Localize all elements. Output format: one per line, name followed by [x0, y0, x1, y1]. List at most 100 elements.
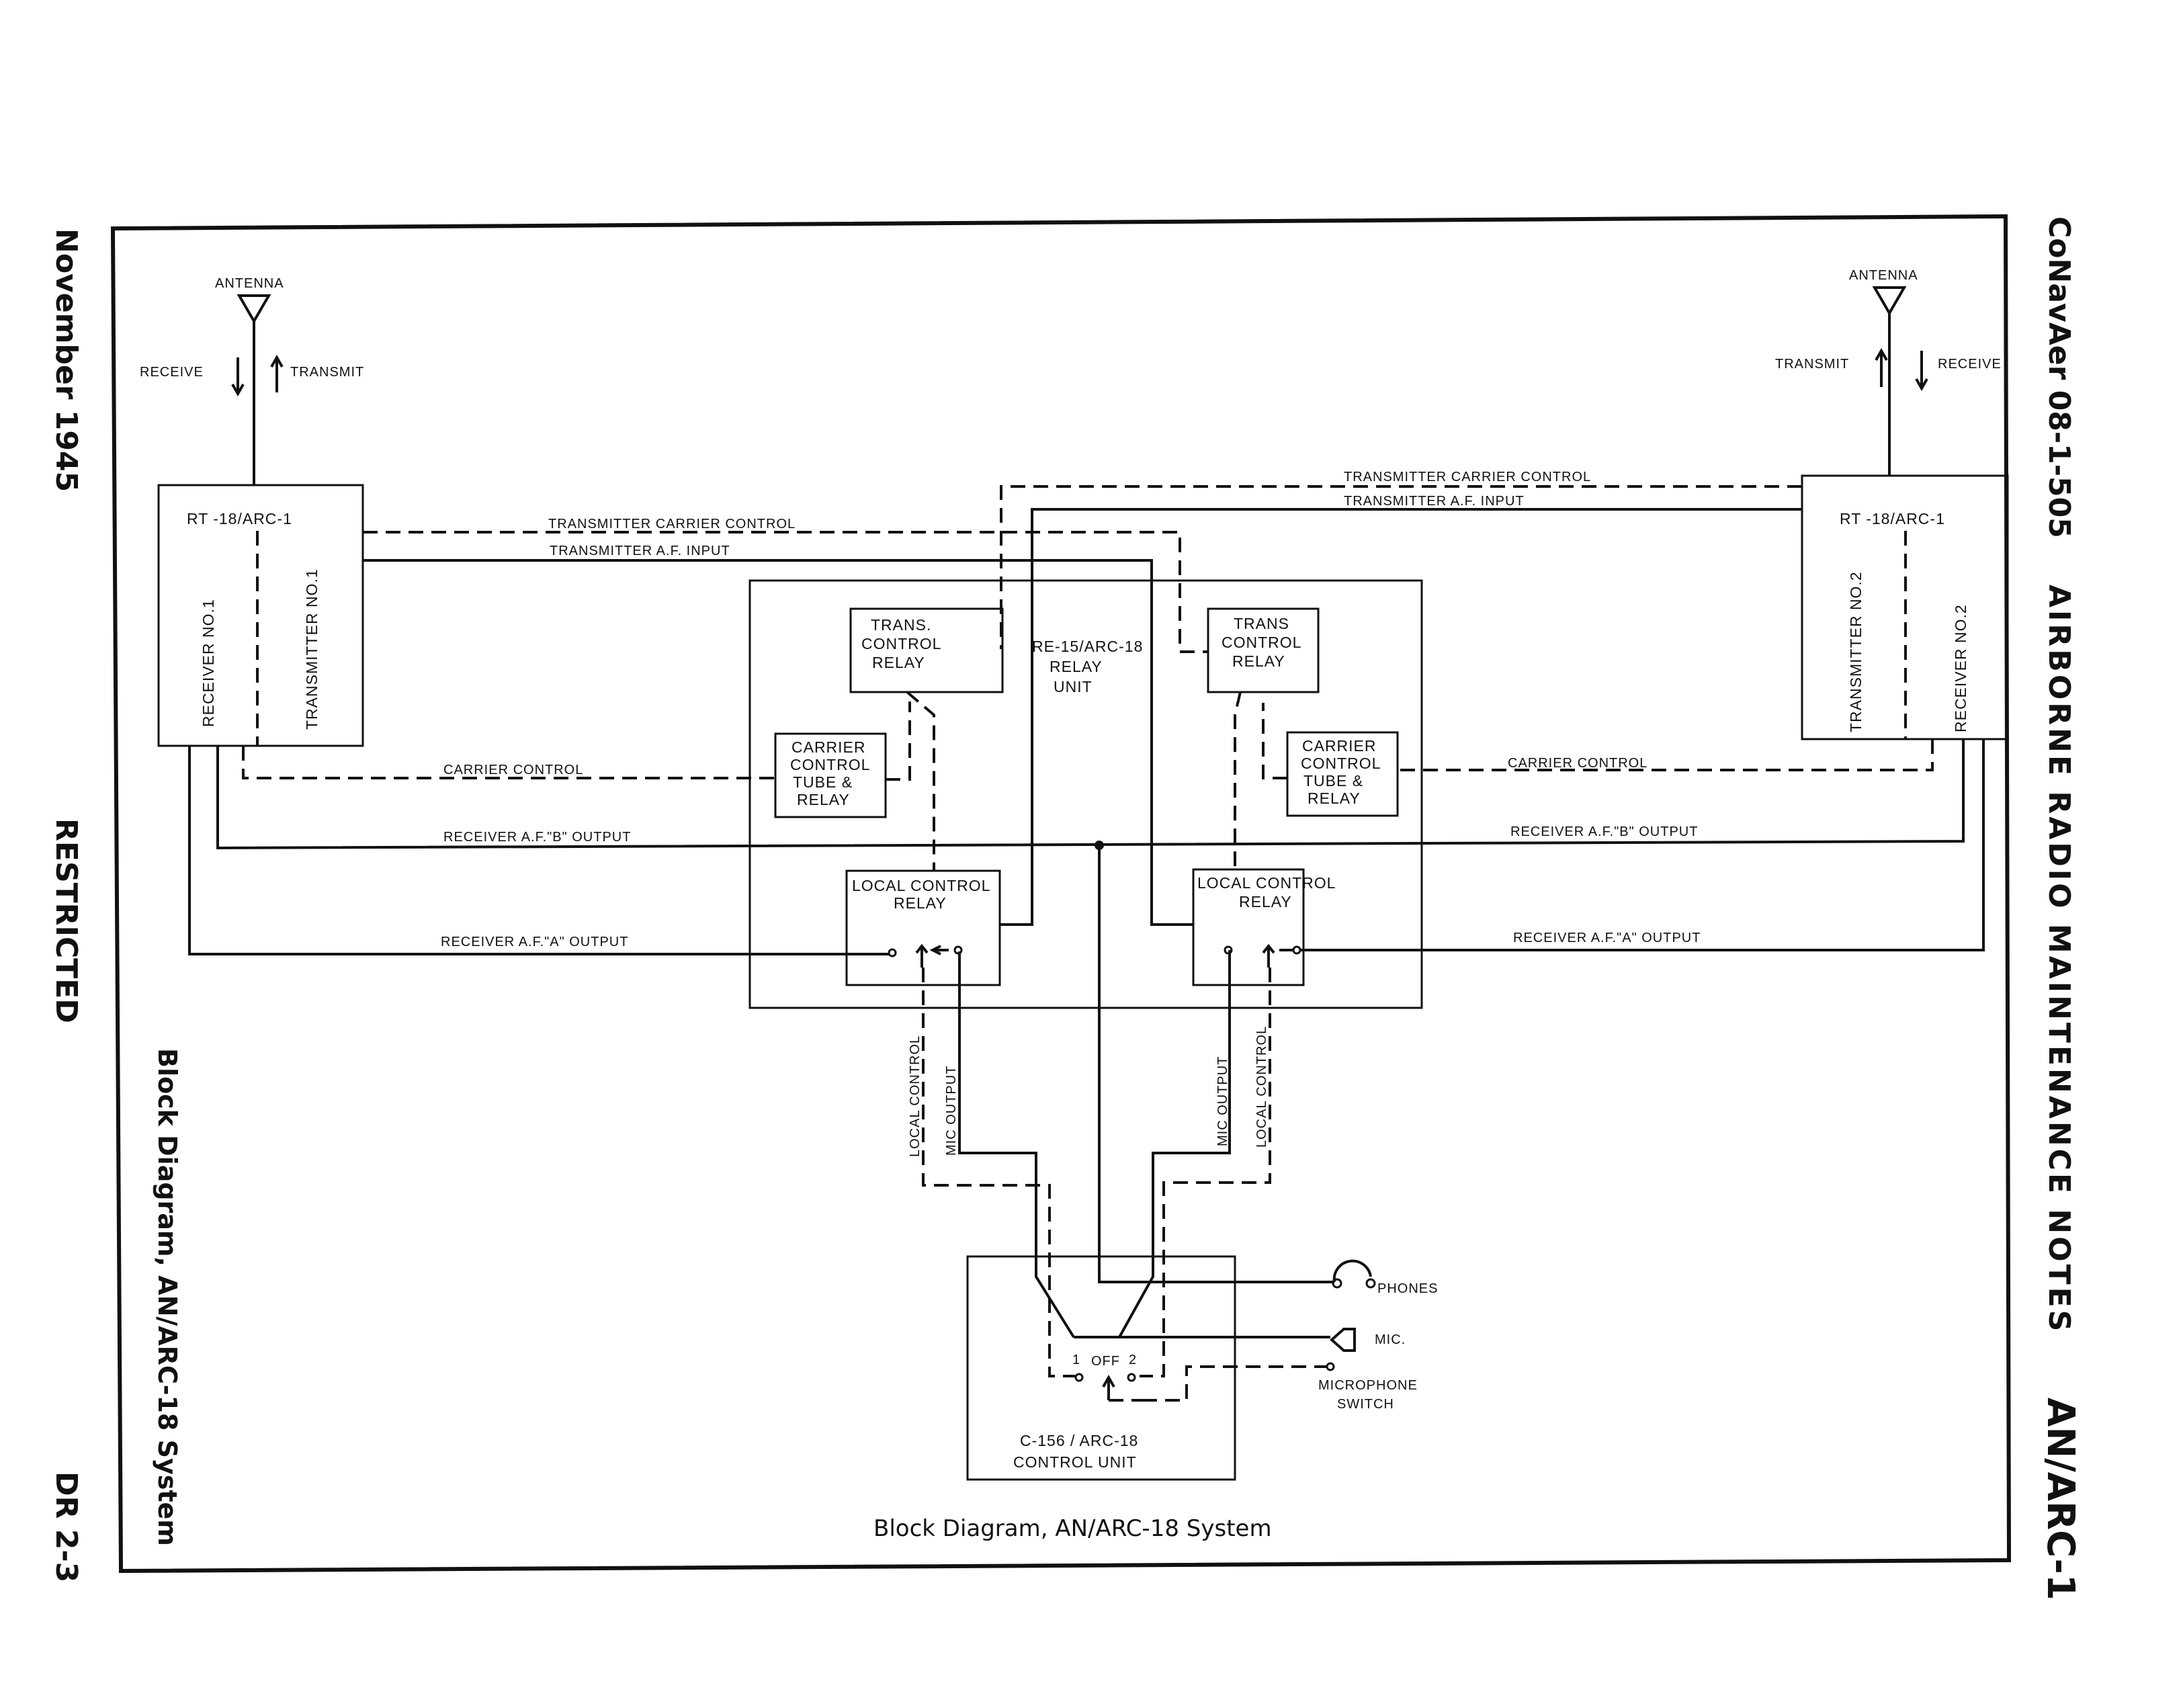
left-mic-output-lead [958, 951, 1075, 1338]
left-transmitter-label: TRANSMITTER NO.1 [303, 568, 320, 730]
left-carrier-control-line [242, 701, 911, 781]
date-label: November 1945 [49, 228, 83, 492]
left-rt18-box [157, 484, 364, 747]
relay-unit-label-1: RE-15/ARC-18 [1032, 638, 1143, 655]
equipment-code: AN/ARC-1 [2039, 1398, 2082, 1600]
right-antenna-label: ANTENNA [1849, 268, 1918, 283]
left-carrier-control-label: CARRIER CONTROL [443, 763, 583, 777]
left-receiver-label: RECEIVER NO.1 [200, 599, 217, 727]
left-transmit-label: TRANSMIT [290, 365, 364, 380]
right-tx-carrier-control-label: TRANSMITTER CARRIER CONTROL [1344, 470, 1591, 484]
right-rx-af-a-label: RECEIVER A.F."A" OUTPUT [1513, 931, 1701, 945]
mic-switch-icon [1326, 1362, 1335, 1371]
left-tx-carrier-control-line [363, 531, 1208, 653]
right-local-control-label: LOCAL CONTROL [1254, 1026, 1269, 1148]
left-local-relay-l2: RELAY [894, 894, 947, 912]
figure-caption: Block Diagram, AN/ARC-18 System [873, 1515, 1272, 1542]
right-carrier-tube-l4: RELAY [1308, 789, 1361, 807]
left-carrier-tube-l3: TUBE & [793, 773, 853, 791]
mic-switch-line [1142, 1365, 1328, 1402]
document-number: CoNavAer 08-1-505 [2042, 216, 2076, 538]
left-trans-relay-l1: TRANS. [871, 616, 931, 634]
control-unit-label-1: C-156 / ARC-18 [1020, 1432, 1138, 1449]
right-transmit-label: TRANSMIT [1775, 357, 1849, 372]
right-trans-relay-l1: TRANS [1234, 615, 1289, 632]
phones-jack-right [1365, 1278, 1376, 1289]
right-tx-af-input-line [1000, 508, 1802, 926]
right-carrier-control-line [1262, 703, 1934, 779]
right-tx-af-input-label: TRANSMITTER A.F. INPUT [1344, 494, 1525, 509]
mic-switch-label-2: SWITCH [1337, 1397, 1394, 1412]
phones-line [1098, 845, 1334, 1283]
right-rt18-label: RT -18/ARC-1 [1840, 510, 1945, 527]
mic-icon [1329, 1328, 1356, 1352]
left-rx-af-b-label: RECEIVER A.F."B" OUTPUT [443, 830, 631, 845]
left-transmit-arrow-icon [270, 354, 284, 392]
left-rx-af-a-label: RECEIVER A.F."A" OUTPUT [441, 935, 628, 949]
right-carrier-tube-box [1286, 731, 1399, 817]
right-mic-output-label: MIC OUTPUT [1215, 1056, 1230, 1146]
control-unit-label-2: CONTROL UNIT [1013, 1453, 1137, 1471]
page-frame [110, 214, 2012, 1574]
left-carrier-tube-l4: RELAY [797, 791, 850, 808]
left-tx-af-input-line [363, 559, 1193, 926]
right-carrier-control-label: CARRIER CONTROL [1508, 756, 1647, 771]
left-rx-af-a-output-line [188, 746, 890, 955]
left-mic-output-label: MIC OUTPUT [944, 1066, 959, 1156]
phones-icon [1332, 1259, 1372, 1283]
right-transmitter-label: TRANSMITTER NO.2 [1847, 571, 1865, 732]
right-receiver-label: RECEIVER NO.2 [1952, 604, 1969, 732]
left-local-control-lead [922, 968, 1075, 1377]
right-antenna-icon [1872, 286, 1907, 476]
left-carrier-tube-box [774, 732, 887, 818]
right-carrier-tube-l2: CONTROL [1301, 755, 1381, 772]
left-trans-relay-l3: RELAY [872, 654, 925, 671]
left-carrier-tube-l1: CARRIER [791, 738, 866, 756]
left-carrier-tube-l2: CONTROL [790, 756, 870, 773]
right-receive-label: RECEIVE [1938, 357, 2002, 372]
phones-label: PHONES [1377, 1281, 1438, 1296]
right-carrier-tube-l1: CARRIER [1302, 737, 1377, 755]
left-local-control-label: LOCAL CONTROL [908, 1035, 923, 1157]
left-receive-label: RECEIVE [140, 365, 204, 380]
right-local-control-relay [1192, 868, 1305, 986]
switch-pos-off: OFF [1091, 1354, 1120, 1369]
left-rt18-label: RT -18/ARC-1 [187, 510, 292, 527]
restricted-label: RESTRICTED [49, 818, 83, 1023]
right-trans-relay-l3: RELAY [1232, 652, 1285, 670]
right-trans-to-local-link [1234, 691, 1242, 869]
relay-unit-label-3: UNIT [1054, 678, 1093, 695]
relay-unit-box [748, 579, 1423, 1009]
right-local-relay-l2: RELAY [1239, 893, 1292, 910]
right-local-relay-l1: LOCAL CONTROL [1197, 874, 1336, 892]
left-local-control-relay [845, 869, 1001, 986]
right-tx-carrier-control-line [1000, 485, 1802, 649]
left-trans-control-relay [849, 607, 1004, 693]
right-carrier-tube-l3: TUBE & [1303, 772, 1363, 789]
left-trans-relay-l2: CONTROL [861, 635, 941, 652]
series-title: AIRBORNE RADIO MAINTENANCE NOTES [2042, 585, 2076, 1334]
left-relay-contacts [888, 943, 963, 968]
left-receive-arrow-icon [231, 357, 245, 397]
right-rx-af-a-output-line [1299, 739, 1985, 951]
relay-unit-label-2: RELAY [1050, 658, 1103, 675]
right-transmit-arrow-icon [1875, 347, 1888, 387]
phones-jack-left [1332, 1278, 1342, 1289]
left-tx-carrier-control-label: TRANSMITTER CARRIER CONTROL [548, 517, 796, 531]
selector-switch-contacts [1074, 1373, 1142, 1402]
switch-pos-1: 1 [1072, 1353, 1080, 1367]
mic-label: MIC. [1375, 1332, 1406, 1347]
right-rx-af-b-label: RECEIVER A.F."B" OUTPUT [1510, 824, 1698, 839]
right-trans-relay-l2: CONTROL [1222, 634, 1301, 651]
page-number: DR 2-3 [49, 1471, 83, 1582]
left-local-relay-l1: LOCAL CONTROL [852, 877, 990, 894]
left-trans-to-local-link [906, 691, 935, 871]
mic-switch-label-1: MICROPHONE [1318, 1378, 1418, 1393]
right-mic-output-lead [1118, 950, 1231, 1338]
switch-pos-2: 2 [1129, 1353, 1137, 1367]
rx-af-b-output-line [216, 739, 1965, 850]
vertical-caption: Block Diagram, AN/ARC-18 System [153, 1048, 182, 1546]
right-relay-contacts [1224, 943, 1301, 968]
